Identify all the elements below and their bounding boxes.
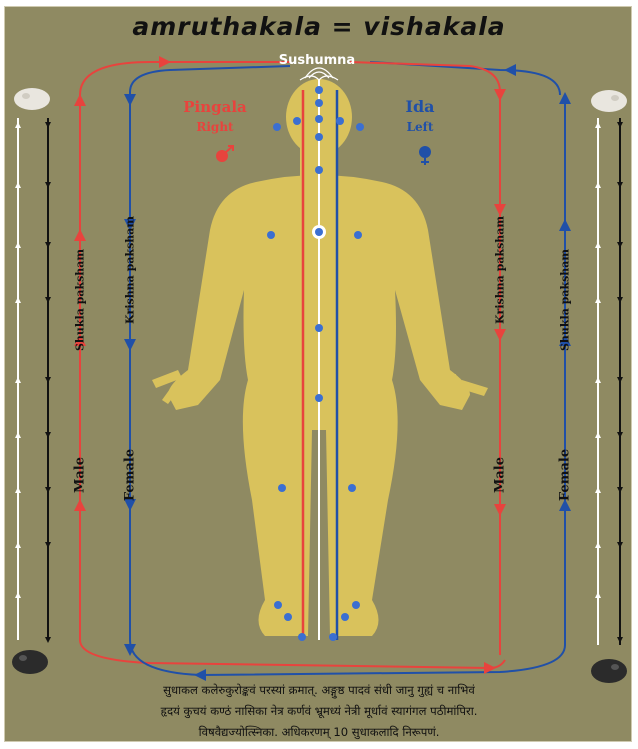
verse-text: सुधाकल कलेरुकुरोङ्कवं परस्यां क्रमात्. अ… (0, 680, 638, 743)
shukla-paksham-label-right: Shukla paksham (559, 249, 572, 351)
shukla-paksham-label-left: Shukla paksham (74, 249, 87, 351)
pingala-side-label: Right (180, 120, 250, 134)
krishna-paksham-label-left: Krishna paksham (124, 216, 137, 324)
female-label-left: Female (123, 449, 138, 501)
female-label-right: Female (558, 449, 573, 501)
krishna-paksham-label-right: Krishna paksham (494, 216, 507, 324)
verse-line: हृदयं कुचयं कण्ठं नासिका नेत्र कर्णवं भ्… (0, 701, 638, 722)
page-title: amruthakala = vishakala (0, 12, 638, 41)
verse-line: विषवैद्यज्योत्स्निका. अधिकरणम् 10 सुधाकल… (0, 722, 638, 743)
ida-side-label: Left (395, 120, 445, 134)
moon-icon (588, 88, 630, 114)
moon-icon (10, 648, 52, 676)
sushumna-label: Sushumna (262, 53, 372, 68)
male-symbol-icon (214, 144, 236, 164)
male-label-left: Male (73, 457, 88, 493)
female-symbol-icon (415, 144, 435, 166)
pingala-label: Pingala (170, 98, 260, 116)
male-label-right: Male (493, 457, 508, 493)
verse-line: सुधाकल कलेरुकुरोङ्कवं परस्यां क्रमात्. अ… (0, 680, 638, 701)
moon-icon (12, 86, 54, 112)
lotus-icon (300, 68, 338, 80)
ida-label: Ida (390, 97, 450, 116)
